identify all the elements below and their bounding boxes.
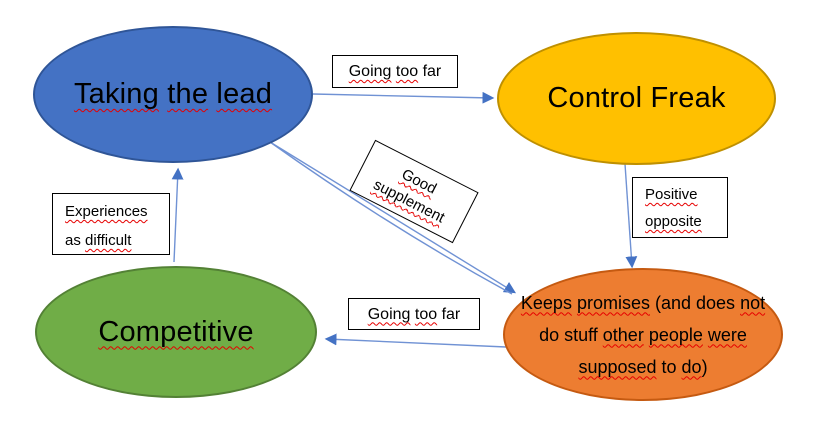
arrow-taking-lead-to-keeps-promises-second-line[interactable] [269, 141, 513, 295]
edge-label-going-too-far-bottom-text: Going too far [367, 305, 461, 323]
arrow-taking-lead-to-control-freak[interactable] [312, 91, 495, 104]
arrow-competitive-to-taking-lead[interactable] [171, 167, 184, 263]
node-competitive-label: Competitive [98, 315, 254, 348]
arrow-keeps-promises-to-competitive[interactable] [324, 333, 507, 348]
edge-label-going-too-far-top[interactable]: Going too far [332, 55, 458, 88]
node-control-freak[interactable]: Control Freak [497, 32, 776, 165]
arrow-control-freak-to-keeps-promises[interactable] [624, 163, 638, 269]
node-control-freak-label: Control Freak [547, 82, 726, 114]
arrow-taking-lead-to-keeps-promises[interactable] [269, 141, 517, 294]
edge-label-going-too-far-top-text: Going too far [348, 63, 442, 80]
edge-label-going-too-far-bottom[interactable]: Going too far [348, 298, 480, 330]
node-taking-the-lead-label: Taking the lead [73, 78, 273, 110]
node-competitive[interactable]: Competitive [35, 266, 317, 398]
node-taking-the-lead[interactable]: Taking the lead [33, 26, 313, 163]
